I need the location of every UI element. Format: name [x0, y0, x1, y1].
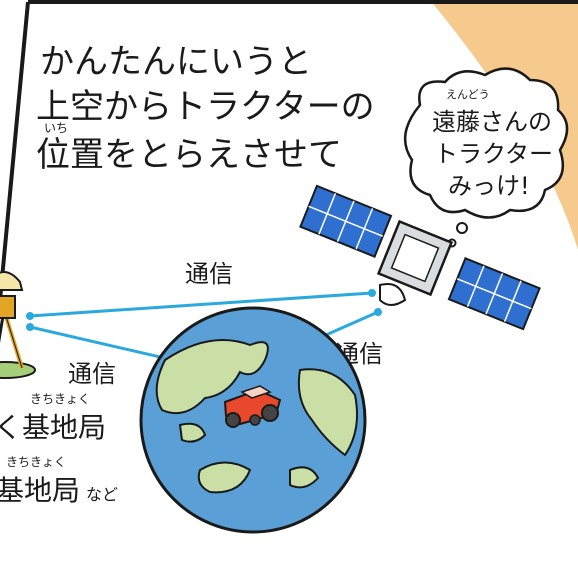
- panel-border: [0, 0, 578, 301]
- satellite-dish: [379, 283, 407, 306]
- bubble-line-2: トラクター: [434, 140, 553, 168]
- caption-line-1: かんたんにいうと: [40, 42, 312, 82]
- base-ruby-2: きちきょく: [6, 455, 66, 469]
- base-label-1: く基地局: [0, 411, 106, 444]
- base-ruby-1: きちきょく: [30, 392, 90, 406]
- base-station-icon: [0, 271, 36, 379]
- tractor-icon: [223, 385, 282, 428]
- bubble-line-1: 遠藤さんの: [432, 108, 552, 136]
- comm-label-left: 通信: [68, 360, 116, 388]
- base-label-2: 基地局: [0, 474, 80, 507]
- line-endpoints: [26, 289, 382, 331]
- caption-line-2: 上空からトラクターの: [36, 87, 375, 127]
- sky-corner: [430, 0, 578, 250]
- caption-line-3: 位置をとらえさせて: [36, 135, 342, 175]
- bubble-ruby: えんどう: [446, 88, 490, 101]
- caption-ruby-ichi: いち: [44, 121, 68, 135]
- base-suffix: など: [86, 485, 118, 504]
- satellite-icon: [299, 184, 541, 331]
- bubble-line-3: みっけ!: [448, 172, 530, 200]
- thought-bubble: [403, 67, 569, 248]
- comm-label-top: 通信: [185, 260, 233, 288]
